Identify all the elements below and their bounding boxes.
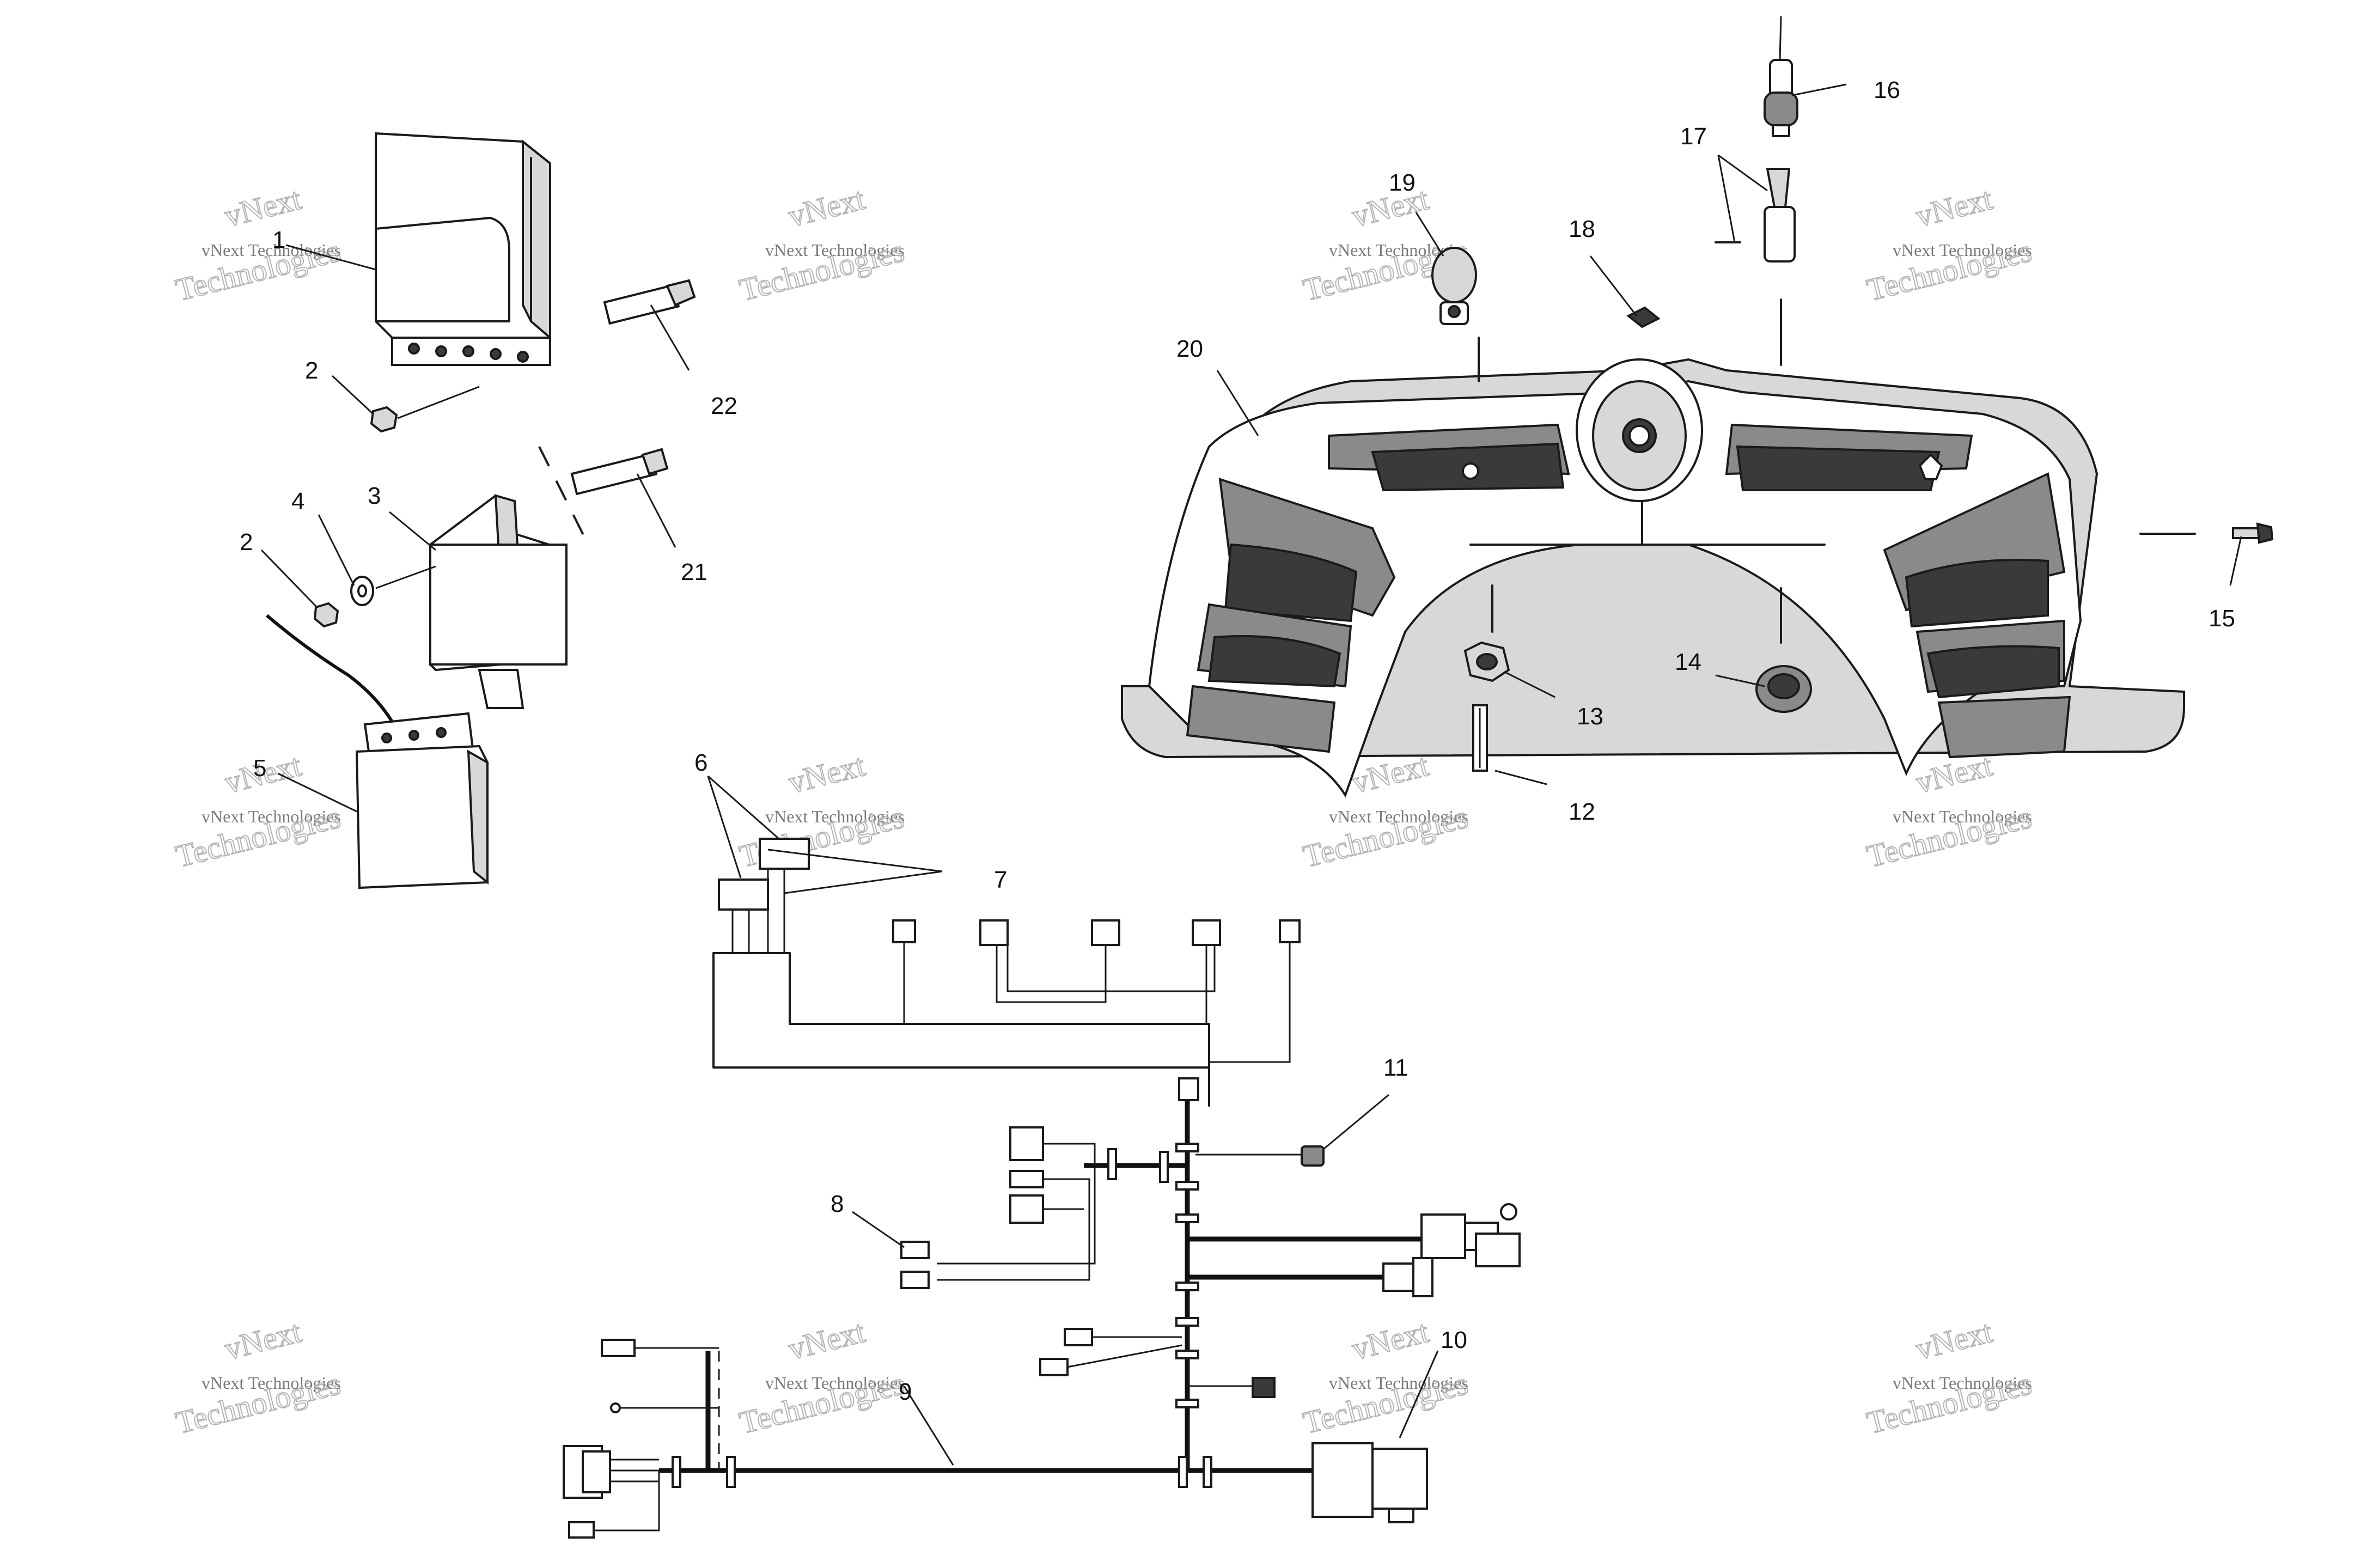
svg-text:vNext Technologies: vNext Technologies: [1329, 807, 1468, 826]
callout-labels: 1 2 22 4 3 2 21 5 6 7 8 9 10 11 12 13 14…: [240, 77, 2235, 1405]
nut-part-2-lower: [313, 602, 339, 628]
callout-2-lower: 2: [240, 529, 253, 556]
callout-1: 1: [272, 227, 285, 253]
callout-12: 12: [1569, 798, 1595, 825]
svg-text:vNext Technologies: vNext Technologies: [202, 240, 341, 260]
dashboard-pod-part-20: [1121, 358, 2185, 798]
svg-text:vNext: vNext: [1912, 181, 1996, 234]
leader-lines: [260, 83, 2242, 1466]
washer-part-4: [350, 576, 374, 606]
callout-10: 10: [1441, 1327, 1467, 1353]
svg-text:vNext Technologies: vNext Technologies: [1329, 1373, 1468, 1393]
callout-19: 19: [1389, 169, 1416, 196]
callout-11: 11: [1383, 1054, 1408, 1081]
switch-part-19: [1431, 247, 1477, 325]
watermark: vNext vNext Technologies Technologies: [1863, 747, 2035, 875]
callout-18: 18: [1569, 216, 1595, 242]
callout-3: 3: [368, 483, 381, 509]
callout-9: 9: [899, 1378, 912, 1405]
watermark: vNext vNext Technologies Technologies: [172, 1313, 344, 1441]
svg-text:vNext: vNext: [785, 1314, 868, 1366]
screw-part-15: [2232, 522, 2274, 544]
svg-text:vNext: vNext: [785, 181, 868, 234]
bulb-part-16: [1764, 16, 1798, 137]
bolt-part-22: [603, 279, 696, 325]
callout-8: 8: [831, 1191, 844, 1217]
svg-text:vNext: vNext: [221, 181, 304, 234]
svg-text:vNext: vNext: [1912, 1314, 1996, 1366]
grommet-part-14: [1755, 665, 1812, 713]
svg-text:vNext: vNext: [221, 1314, 304, 1366]
svg-text:vNext Technologies: vNext Technologies: [202, 1373, 341, 1393]
nut-part-2-upper: [370, 406, 398, 433]
nut-part-13: [1463, 641, 1510, 682]
wiring-harness-part-9: [563, 838, 1521, 1539]
bolt-part-21: [570, 448, 669, 496]
watermark: vNext vNext Technologies Technologies: [1863, 180, 2035, 308]
socket-part-17: [1715, 168, 1796, 263]
svg-text:vNext: vNext: [785, 747, 868, 800]
callout-2-upper: 2: [305, 357, 318, 384]
callout-22: 22: [711, 393, 737, 419]
callout-21: 21: [681, 559, 707, 585]
svg-text:vNext Technologies: vNext Technologies: [1893, 240, 2032, 260]
callout-17: 17: [1680, 123, 1707, 150]
callout-16: 16: [1874, 77, 1900, 103]
clip-part-18: [1626, 306, 1661, 328]
svg-text:vNext: vNext: [1349, 1314, 1432, 1366]
watermark: vNext vNext Technologies Technologies: [735, 1313, 908, 1441]
svg-text:vNext Technologies: vNext Technologies: [202, 807, 341, 826]
callout-14: 14: [1675, 649, 1701, 675]
callout-4: 4: [291, 488, 304, 515]
svg-text:vNext Technologies: vNext Technologies: [765, 1373, 905, 1393]
control-module-part-1: [375, 132, 551, 366]
svg-text:vNext Technologies: vNext Technologies: [1893, 807, 2032, 826]
watermark: vNext vNext Technologies Technologies: [735, 180, 908, 308]
callout-15: 15: [2209, 605, 2235, 632]
callout-20: 20: [1176, 335, 1203, 362]
watermark: vNext vNext Technologies Technologies: [172, 180, 344, 308]
cdi-module-part-5: [266, 614, 489, 889]
svg-text:vNext Technologies: vNext Technologies: [765, 240, 905, 260]
callout-13: 13: [1577, 703, 1603, 730]
callout-7: 7: [994, 867, 1007, 893]
watermark: vNext vNext Technologies Technologies: [1863, 1313, 2035, 1441]
svg-text:vNext Technologies: vNext Technologies: [1893, 1373, 2032, 1393]
callout-5: 5: [253, 755, 266, 782]
relay-box-part-3: [429, 494, 568, 709]
svg-text:vNext Technologies: vNext Technologies: [765, 807, 905, 826]
pin-part-12: [1472, 704, 1488, 772]
callout-6: 6: [694, 749, 707, 776]
